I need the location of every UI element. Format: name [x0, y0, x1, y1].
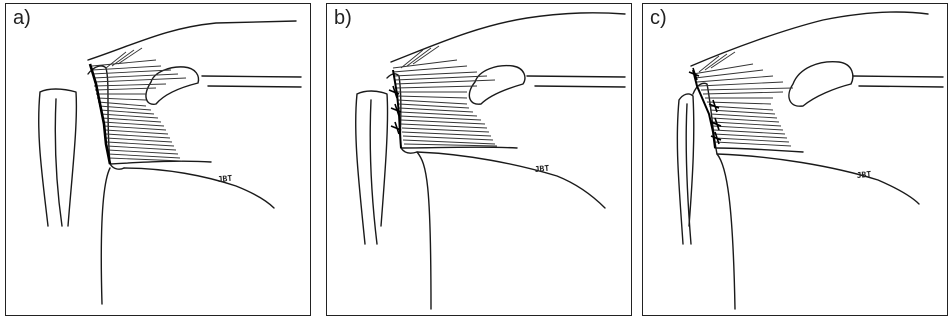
panel-c: c) JBT: [642, 3, 948, 316]
shoulder-drawing-b: JBT: [327, 4, 632, 316]
humeral-shaft: [101, 168, 110, 304]
humeral-neck: [124, 168, 274, 208]
acromion-lower: [859, 86, 943, 87]
cuff-lower-border: [715, 148, 803, 152]
cuff-lower-border: [401, 147, 517, 148]
cuff-lower-border: [110, 161, 211, 164]
glenoid-outline: [356, 91, 388, 244]
humeral-shaft: [717, 154, 735, 309]
acromion-upper: [202, 76, 301, 77]
humeral-neck: [717, 154, 919, 204]
glenoid-outline: [39, 89, 77, 226]
humeral-neck: [417, 152, 605, 208]
panel-a: a) JBT: [5, 3, 311, 316]
shoulder-drawing-a: JBT: [6, 4, 311, 316]
acromion-upper: [853, 76, 943, 77]
acromial-spur: [469, 66, 525, 105]
acromial-spur: [789, 62, 853, 107]
signature: JBT: [217, 174, 232, 184]
panel-b: b) JBT: [326, 3, 632, 316]
tendon-fibers: [393, 46, 497, 146]
tendon-fibers: [693, 52, 793, 146]
acromion-upper: [527, 76, 625, 77]
acromion-lower: [535, 86, 625, 87]
shoulder-drawing-c: JBT: [643, 4, 948, 316]
acromion-lower: [208, 86, 301, 87]
acromial-spur: [146, 67, 199, 104]
deltoid-contour: [88, 21, 296, 60]
signature: JBT: [856, 170, 871, 180]
humeral-head-left: [387, 74, 417, 153]
humeral-shaft: [417, 152, 431, 309]
signature: JBT: [534, 164, 549, 174]
glenoid-outline: [677, 94, 693, 244]
labrum-line: [55, 99, 62, 226]
labrum-line: [370, 100, 377, 244]
